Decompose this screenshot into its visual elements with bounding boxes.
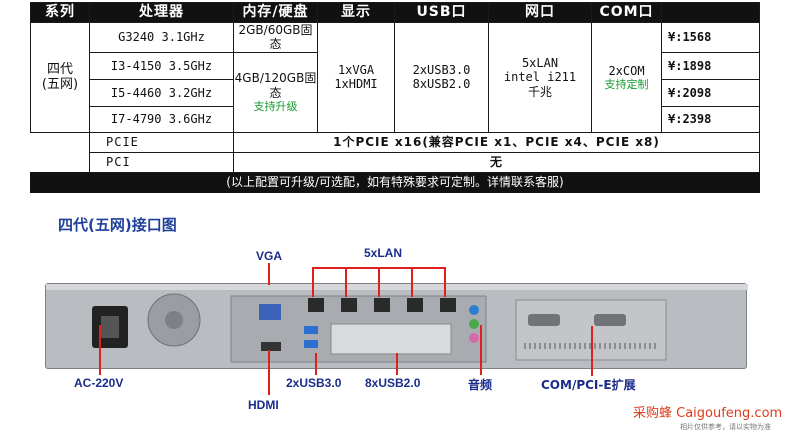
com-label: COM/PCI-E扩展	[541, 378, 636, 392]
lan-label: 5xLAN	[364, 246, 403, 260]
col-lan-header: 网口	[488, 2, 592, 23]
vga-port-icon	[259, 304, 281, 320]
lan-line: intel i211	[503, 70, 577, 85]
cpu-cell: I7-4790 3.6GHz	[89, 105, 234, 133]
lan-cell: 5xLAN intel i211 千兆	[488, 22, 592, 133]
table-row: 四代 (五网) G3240 3.1GHz 2GB/60GB固态 1xVGA 1x…	[30, 22, 760, 133]
audio-jack-icon	[469, 333, 479, 343]
lan-line: 5xLAN	[521, 55, 559, 70]
display-line: 1xHDMI	[334, 77, 378, 92]
vga-label: VGA	[256, 249, 283, 263]
usb2-pointer	[396, 353, 398, 375]
lan-pointer	[345, 267, 347, 297]
audio-jack-icon	[469, 305, 479, 315]
table-row: PCI 无	[30, 151, 760, 173]
hdmi-pointer	[268, 350, 270, 395]
display-cell: 1xVGA 1xHDMI	[317, 22, 395, 133]
col-display-header: 显示	[317, 2, 395, 23]
usb2-label: 8xUSB2.0	[365, 376, 421, 390]
usb-cell: 2xUSB3.0 8xUSB2.0	[394, 22, 489, 133]
ac-label: AC-220V	[74, 376, 124, 390]
table-footer: (以上配置可升级/可选配，如有特殊要求可定制。详情联系客服)	[30, 171, 760, 193]
mem-cell: 2GB/60GB固态	[233, 22, 318, 53]
com-pointer	[591, 326, 593, 376]
series-line: 四代	[46, 61, 73, 77]
com-cell: 2xCOM 支持定制	[591, 22, 662, 133]
pci-value: 无	[233, 151, 760, 173]
usb3-label: 2xUSB3.0	[286, 376, 342, 390]
footer-row: (以上配置可升级/可选配，如有特殊要求可定制。详情联系客服)	[30, 171, 760, 193]
mem-line: 4GB/120GB固态	[234, 71, 317, 100]
lan-port-icon	[440, 298, 456, 312]
usb-line: 8xUSB2.0	[412, 77, 471, 92]
top-rim	[46, 284, 748, 290]
cpu-cell: I3-4150 3.5GHz	[89, 51, 234, 80]
com-port-icon	[594, 314, 626, 326]
audio-label: 音频	[468, 378, 493, 392]
pcie-label: PCIE	[89, 131, 234, 153]
price-cell: ¥:1898	[661, 51, 760, 80]
lan-port-icon	[341, 298, 357, 312]
mem-cell: 4GB/120GB固态 支持升级	[233, 51, 318, 133]
com-port-icon	[528, 314, 560, 326]
watermark-subtext: 相片仅供参考，请以实物为准	[680, 423, 771, 431]
usb3-port-icon	[304, 340, 318, 348]
lan-port-icon	[407, 298, 423, 312]
spec-table: 系列 处理器 内存/硬盘 显示 USB口 网口 COM口 四代 (五网) G32…	[30, 2, 760, 193]
col-series-header: 系列	[30, 2, 90, 23]
usb-line: 2xUSB3.0	[412, 63, 471, 77]
price-cell: ¥:2398	[661, 105, 760, 133]
lan-port-icon	[308, 298, 324, 312]
usb2-ports-icon	[330, 323, 452, 355]
price-cell: ¥:1568	[661, 22, 760, 53]
table-row: I5-4460 3.2GHz ¥:2098	[31, 78, 760, 107]
lan-pointer	[411, 267, 413, 297]
header-row: 系列 处理器 内存/硬盘 显示 USB口 网口 COM口	[30, 2, 760, 23]
lan-port-icon	[374, 298, 390, 312]
usb3-pointer	[315, 353, 317, 375]
col-cpu-header: 处理器	[89, 2, 234, 23]
col-usb-header: USB口	[394, 2, 489, 23]
table-row: I7-4790 3.6GHz ¥:2398	[31, 105, 760, 133]
watermark: 采购蜂 Caigoufeng.com	[633, 406, 783, 421]
lan-pointer	[312, 267, 314, 297]
series-cell: 四代 (五网)	[30, 22, 90, 133]
cpu-cell: I5-4460 3.2GHz	[89, 78, 234, 107]
lan-line: 千兆	[527, 84, 552, 99]
audio-jack-icon	[469, 319, 479, 329]
col-mem-header: 内存/硬盘	[233, 2, 318, 23]
pcie-value: 1个PCIE x16(兼容PCIE x1、PCIE x4、PCIE x8)	[233, 131, 760, 153]
lan-pointer	[378, 267, 380, 297]
table-row: PCIE 1个PCIE x16(兼容PCIE x1、PCIE x4、PCIE x…	[30, 131, 760, 153]
col-price-header	[661, 2, 760, 23]
mem-note: 支持升级	[253, 100, 298, 114]
ac-pointer	[99, 325, 101, 375]
hdmi-port-icon	[261, 342, 281, 351]
col-com-header: COM口	[591, 2, 662, 23]
usb3-port-icon	[304, 326, 318, 334]
lan-pointer	[444, 267, 446, 297]
section-title: 四代(五网)接口图	[58, 216, 177, 234]
com-line: 2xCOM	[608, 63, 645, 78]
pci-label: PCI	[89, 151, 234, 173]
table-row: I3-4150 3.5GHz 4GB/120GB固态 支持升级 ¥:1898	[31, 51, 760, 133]
audio-pointer	[480, 325, 482, 375]
cpu-cell: G3240 3.1GHz	[89, 22, 234, 53]
series-line: (五网)	[41, 77, 79, 93]
price-cell: ¥:2098	[661, 78, 760, 107]
vga-pointer	[268, 263, 270, 285]
hdmi-label: HDMI	[248, 398, 279, 412]
com-note: 支持定制	[604, 77, 649, 91]
display-line: 1xVGA	[337, 63, 375, 77]
